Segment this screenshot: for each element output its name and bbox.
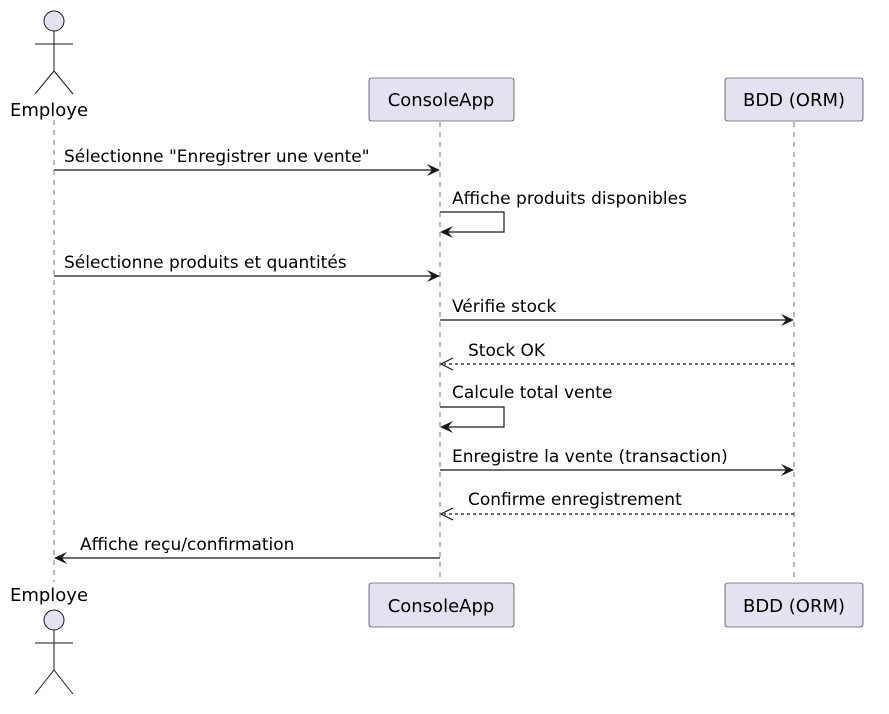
- message-3: Sélectionne produits et quantités: [54, 253, 440, 282]
- participant-label-consoleapp-bottom: ConsoleApp: [388, 596, 495, 617]
- actor-employe-top: Employe: [10, 10, 88, 121]
- arrowhead-icon: [427, 164, 440, 176]
- participant-consoleapp-top: ConsoleApp: [368, 77, 515, 122]
- actor-label-employe-bottom: Employe: [10, 585, 88, 606]
- participant-consoleapp-bottom: ConsoleApp: [368, 582, 515, 628]
- message-label: Stock OK: [468, 341, 546, 361]
- participant-bdd-bottom: BDD (ORM): [724, 582, 864, 628]
- message-9: Affiche reçu/confirmation: [54, 535, 440, 564]
- message-1: Sélectionne "Enregistrer une vente": [54, 147, 440, 176]
- message-4: Vérifie stock: [440, 297, 794, 326]
- message-label: Calcule total vente: [452, 383, 612, 403]
- message-label: Affiche reçu/confirmation: [80, 535, 294, 555]
- arrowhead-icon: [54, 552, 67, 564]
- participant-label-bdd-top: BDD (ORM): [743, 90, 845, 111]
- arrowhead-open-icon: [439, 507, 454, 521]
- arrowhead-open-icon: [439, 357, 454, 371]
- message-2: Affiche produits disponibles: [440, 189, 687, 238]
- message-label: Sélectionne produits et quantités: [64, 253, 347, 273]
- arrowhead-icon: [440, 226, 453, 238]
- participant-label-bdd-bottom: BDD (ORM): [743, 596, 845, 617]
- message-label: Enregistre la vente (transaction): [452, 447, 728, 467]
- actor-head-icon: [43, 609, 65, 631]
- message-label: Sélectionne "Enregistrer une vente": [64, 147, 370, 167]
- message-7: Enregistre la vente (transaction): [440, 447, 794, 476]
- message-label: Vérifie stock: [452, 297, 556, 317]
- participant-label-consoleapp-top: ConsoleApp: [388, 90, 495, 111]
- arrowhead-icon: [781, 464, 794, 476]
- arrowhead-icon: [427, 270, 440, 282]
- arrowhead-icon: [781, 314, 794, 326]
- message-label: Affiche produits disponibles: [452, 189, 687, 209]
- actor-head-icon: [43, 10, 65, 32]
- message-8: Confirme enregistrement: [439, 490, 794, 521]
- actor-employe-bottom: Employe: [10, 585, 88, 695]
- actor-label-employe-top: Employe: [10, 100, 88, 121]
- message-5: Stock OK: [439, 341, 794, 371]
- message-6: Calcule total vente: [440, 383, 612, 433]
- message-label: Confirme enregistrement: [468, 490, 682, 510]
- arrowhead-icon: [440, 421, 453, 433]
- participant-bdd-top: BDD (ORM): [724, 77, 864, 122]
